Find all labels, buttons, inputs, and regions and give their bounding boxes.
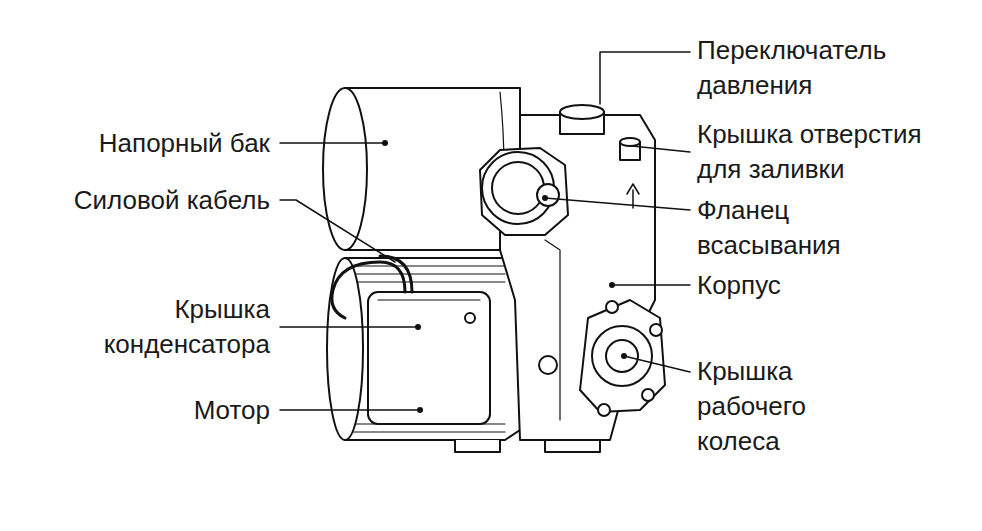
capacitor-cover <box>368 292 490 424</box>
cover-screw <box>465 313 475 323</box>
motor-end-cap <box>327 258 363 440</box>
bolt <box>650 324 662 336</box>
part-label: Крышка рабочего колеса <box>697 354 832 459</box>
power-cable <box>332 262 405 318</box>
part-label: Крышка отверстия для заливки <box>697 117 959 187</box>
power-cable <box>380 256 412 292</box>
impeller-hub <box>606 340 638 372</box>
priming-cap-top <box>620 138 640 146</box>
foot <box>545 440 600 452</box>
impeller-cover <box>580 300 665 412</box>
part-label: Переключатель давления <box>697 33 937 103</box>
foot <box>455 440 500 452</box>
flange-boss <box>537 184 559 206</box>
suction-flange <box>480 148 568 235</box>
leader-lines <box>280 52 690 410</box>
switch-top <box>560 105 604 119</box>
bolt <box>598 404 610 416</box>
cover-edge <box>378 299 480 300</box>
housing-edge <box>545 240 560 420</box>
motor-body <box>345 258 520 440</box>
part-label: Крышка конденсатора <box>70 292 270 362</box>
motor-fins <box>350 266 505 432</box>
part-label: Фланец всасывания <box>697 193 897 263</box>
bolt <box>539 356 557 374</box>
bolt <box>606 301 618 313</box>
leader-dots <box>382 140 627 413</box>
flange-bore <box>492 162 544 214</box>
tank-cap <box>323 88 367 250</box>
part-label: Корпус <box>697 268 897 303</box>
bolt <box>642 389 654 401</box>
impeller-ring <box>592 326 652 386</box>
part-label: Мотор <box>100 393 270 428</box>
part-label: Силовой кабель <box>0 183 270 218</box>
part-label: Напорный бак <box>20 126 270 161</box>
